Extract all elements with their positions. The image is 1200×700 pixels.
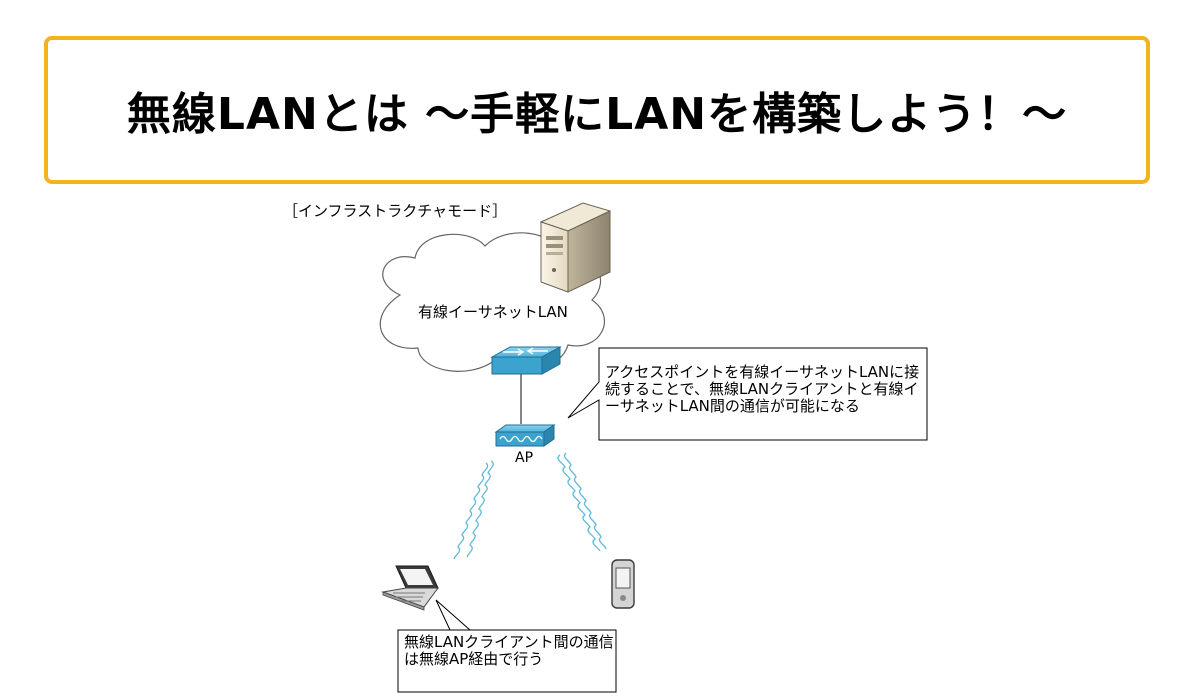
switch-icon bbox=[490, 346, 562, 375]
callout-bottom bbox=[397, 599, 617, 693]
wireless-signal-icon bbox=[557, 452, 607, 552]
title-banner: 無線LANとは ～手軽にLANを構築しよう！～ bbox=[44, 36, 1150, 184]
access-point-icon bbox=[494, 424, 556, 447]
laptop-icon bbox=[381, 565, 439, 611]
ap-label: AP bbox=[515, 450, 534, 466]
wireless-signal-icon bbox=[453, 460, 494, 560]
callout-top-text: アクセスポイントを有線イーサネットLANに接続することで、無線LANクライアント… bbox=[605, 363, 920, 415]
callout-bottom-text: 無線LANクライアント間の通信は無線AP経由で行う bbox=[404, 633, 614, 668]
mode-label: ［インフラストラクチャモード］ bbox=[283, 202, 508, 220]
pda-icon bbox=[611, 559, 635, 609]
callout-top bbox=[567, 347, 928, 441]
cloud-label: 有線イーサネットLAN bbox=[418, 303, 568, 321]
server-icon bbox=[539, 202, 612, 293]
page-title: 無線LANとは ～手軽にLANを構築しよう！～ bbox=[126, 89, 1068, 140]
